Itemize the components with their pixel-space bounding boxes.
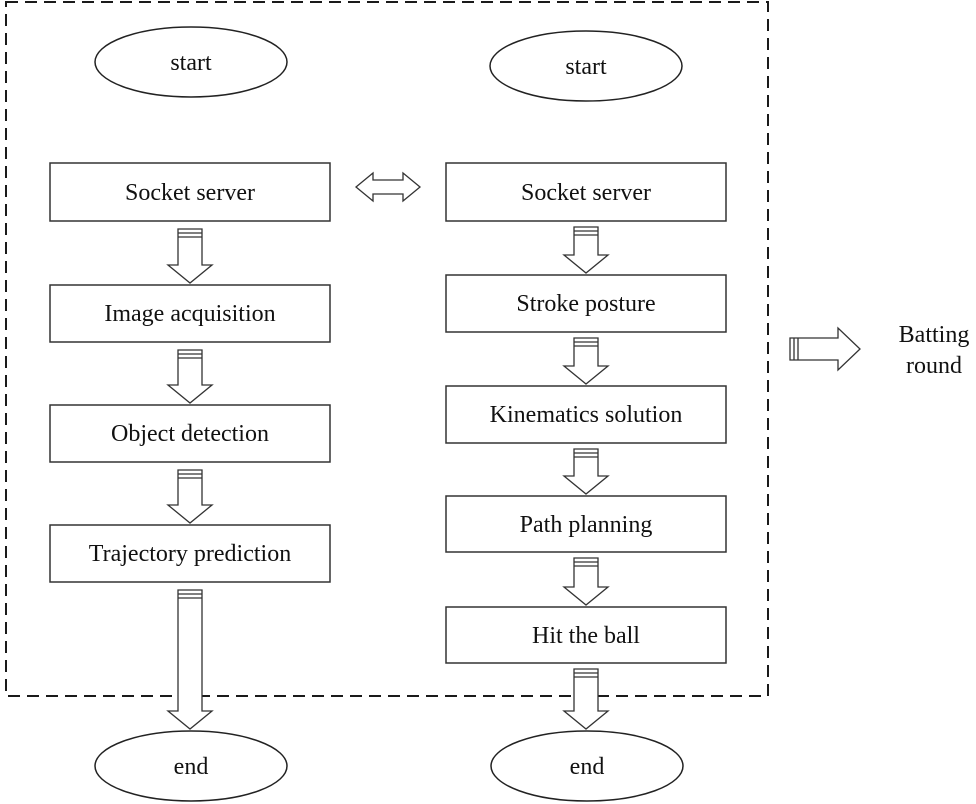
left-step-trajectory-prediction-label: Trajectory prediction — [89, 541, 291, 567]
left-down-arrow-2 — [166, 349, 214, 404]
left-step-object-detection — [49, 404, 331, 463]
bidirectional-arrow — [354, 171, 422, 203]
left-end-oval — [94, 730, 288, 802]
right-end-label: end — [570, 754, 605, 780]
left-step-object-detection-label: Object detection — [111, 421, 269, 447]
left-start-oval — [94, 26, 288, 98]
dashed-frame — [5, 1, 769, 697]
output-label-line2: round — [906, 353, 962, 379]
left-step-trajectory-prediction — [49, 524, 331, 583]
right-down-arrow-3 — [562, 448, 610, 495]
right-down-arrow-2 — [562, 337, 610, 385]
left-step-socket-server — [49, 162, 331, 222]
right-down-arrow-to-end — [562, 668, 610, 730]
right-step-stroke-posture-label: Stroke posture — [516, 291, 655, 317]
right-step-socket-server — [445, 162, 727, 222]
right-step-kinematics-solution — [445, 385, 727, 444]
left-down-arrow-1 — [166, 228, 214, 284]
right-step-hit-the-ball-label: Hit the ball — [532, 623, 640, 649]
right-end-oval — [490, 730, 684, 802]
right-step-hit-the-ball — [445, 606, 727, 664]
left-flow: start Socket server Image acquisition Ob… — [49, 26, 331, 802]
right-step-socket-server-label: Socket server — [521, 180, 651, 206]
output-label-line1: Batting — [899, 322, 970, 348]
output-arrow — [789, 326, 861, 372]
right-start-oval — [489, 30, 683, 102]
right-flow: start Socket server Stroke posture Kinem… — [445, 30, 727, 802]
right-step-kinematics-solution-label: Kinematics solution — [490, 402, 683, 428]
left-step-socket-server-label: Socket server — [125, 180, 255, 206]
left-step-image-acquisition-label: Image acquisition — [104, 301, 275, 327]
right-start-label: start — [565, 54, 607, 80]
right-step-path-planning — [445, 495, 727, 553]
left-start-label: start — [170, 50, 212, 76]
right-down-arrow-4 — [562, 557, 610, 606]
left-end-label: end — [174, 754, 209, 780]
right-down-arrow-1 — [562, 226, 610, 274]
right-step-path-planning-label: Path planning — [520, 512, 653, 538]
left-down-arrow-to-end — [166, 589, 214, 730]
right-step-stroke-posture — [445, 274, 727, 333]
left-down-arrow-3 — [166, 469, 214, 524]
left-step-image-acquisition — [49, 284, 331, 343]
